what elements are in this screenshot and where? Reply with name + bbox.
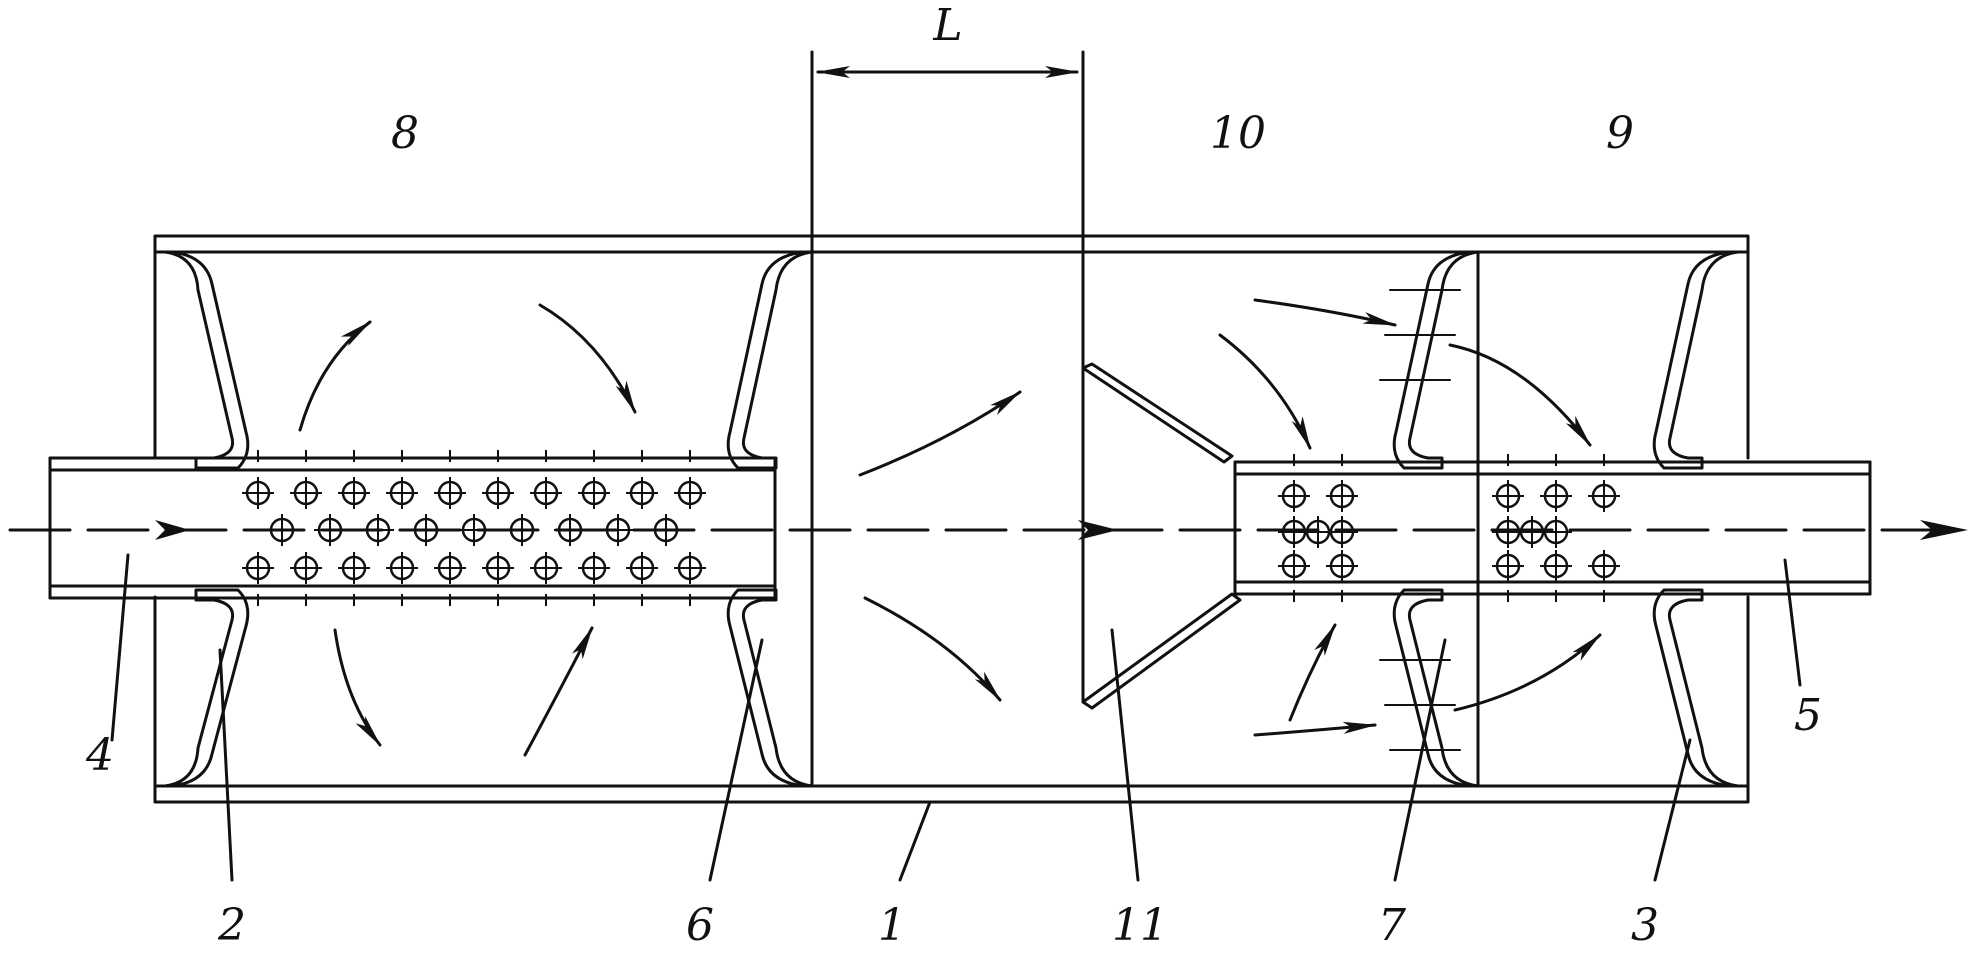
label-8: 8 <box>391 108 419 159</box>
label-4: 4 <box>85 730 114 781</box>
cone-11 <box>1081 362 1242 710</box>
label-2: 2 <box>217 900 246 951</box>
label-1: 1 <box>878 900 906 951</box>
baffle-3 <box>1652 250 1740 788</box>
inlet-pipe <box>48 456 777 600</box>
label-3: 3 <box>1631 900 1659 951</box>
label-5: 5 <box>1794 690 1822 741</box>
leader-lines <box>110 553 1802 882</box>
label-6: 6 <box>686 900 714 951</box>
baffle-7-perforations <box>1379 289 1461 751</box>
baffle-2 <box>163 250 250 788</box>
inlet-perforations <box>242 450 706 606</box>
callout-labels: L 8 10 9 4 5 2 6 1 11 7 3 <box>85 0 1822 951</box>
baffle-6 <box>726 250 814 788</box>
dimension-l <box>810 50 1085 370</box>
label-7: 7 <box>1378 900 1406 951</box>
baffle-7 <box>1392 250 1480 788</box>
label-10: 10 <box>1210 108 1266 159</box>
centerline <box>8 520 1968 540</box>
label-dimension-l: L <box>932 0 962 51</box>
outer-shell <box>153 234 1750 804</box>
outlet-pipe <box>1233 460 1872 596</box>
flow-arrows <box>298 298 1602 757</box>
label-9: 9 <box>1606 108 1634 159</box>
outlet-perforations <box>1278 454 1620 602</box>
label-11: 11 <box>1112 900 1168 951</box>
